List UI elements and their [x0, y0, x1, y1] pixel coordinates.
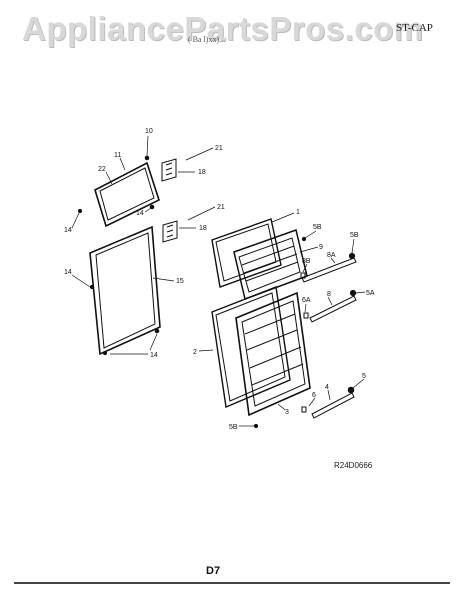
- callout-label: 22: [98, 166, 106, 173]
- model-code: ST-CAP: [396, 22, 433, 34]
- leader-lines: [71, 135, 366, 427]
- callout-label: 8: [327, 291, 331, 298]
- callout-label: 14: [64, 227, 72, 234]
- callout-label: 21: [217, 204, 225, 211]
- callout-label: 10: [145, 128, 153, 135]
- rail-end-caps: [300, 252, 357, 413]
- callout-label: 6A: [302, 297, 311, 304]
- shelf-rail-upper: [301, 257, 357, 283]
- callout-label: 2: [193, 349, 197, 356]
- callout-label: 14: [150, 352, 158, 359]
- page-code: D7: [206, 565, 221, 577]
- callout-label: 8B: [302, 258, 311, 265]
- callout-label: 8A: [327, 252, 336, 259]
- callout-label: 5: [362, 373, 366, 380]
- fresh-food-gasket: [89, 225, 161, 356]
- shelf-rail-middle: [309, 295, 357, 323]
- shelf-rail-lower: [311, 392, 355, 419]
- callout-label: 15: [176, 278, 184, 285]
- callout-label: 6: [312, 392, 316, 399]
- fresh-food-door-liner: [235, 291, 311, 417]
- callout-label: 11: [114, 152, 121, 159]
- callout-label: 3: [285, 409, 289, 416]
- callout-label: 18: [198, 169, 206, 176]
- callout-label: 14: [136, 210, 144, 217]
- callout-label: 5B: [313, 224, 322, 231]
- callout-label: 18: [199, 225, 207, 232]
- callout-label: 21: [215, 145, 223, 152]
- callout-label: 5B: [229, 424, 238, 431]
- hinge-bracket-lower: [162, 220, 178, 243]
- callout-label: 9: [319, 244, 323, 251]
- bottom-divider: [14, 582, 450, 584]
- screws: [77, 155, 307, 429]
- callout-label: 14: [64, 269, 72, 276]
- hinge-bracket-upper: [161, 158, 177, 182]
- callout-label: 5A: [366, 290, 375, 297]
- diagram-reference-code: R24D0666: [334, 461, 373, 470]
- callout-label: 4: [325, 384, 329, 391]
- watermark-logo: AppliancePartsPros.com: [22, 10, 424, 47]
- fresh-food-door-outer: [211, 286, 291, 408]
- diagram-subtitle: ( Ba l)xx)...: [188, 35, 226, 44]
- callout-label: 5B: [350, 232, 359, 239]
- callout-label: 1: [296, 209, 300, 216]
- freezer-gasket: [94, 161, 160, 228]
- freezer-door-outer: [211, 218, 282, 288]
- callout-labels: 10 11 22 21 18 14 14 21 18 1 9 5B 5B 8B …: [64, 128, 375, 431]
